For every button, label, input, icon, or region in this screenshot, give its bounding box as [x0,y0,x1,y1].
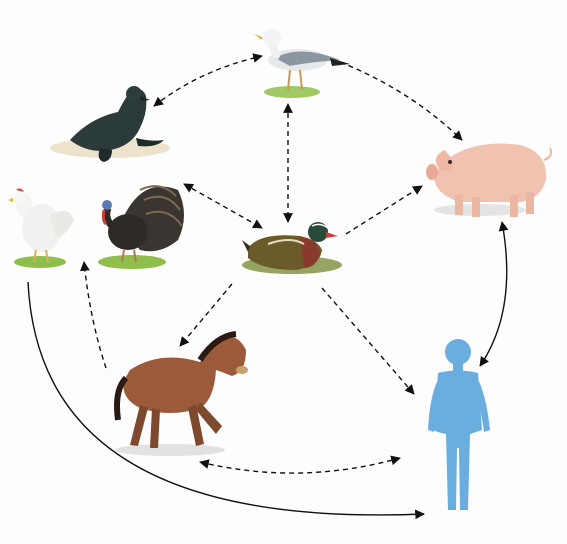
edge-horse-chicken [84,262,106,368]
edge-seagull-pig [340,62,462,140]
edge-duck-pig [346,186,422,234]
edge-chicken-human [28,282,424,515]
turkey-icon [98,186,184,269]
edge-horse-human [200,458,400,473]
pig-icon [426,144,551,217]
seagull-icon [254,29,350,98]
edge-pig-human [480,222,507,366]
edge-duck-human [322,288,414,394]
edge-seal-seagull [154,56,262,106]
horse-icon [115,334,248,456]
edge-turkey-duck [184,184,262,228]
seal-icon [50,86,170,162]
chicken-icon [8,188,74,268]
duck-icon [242,222,342,274]
